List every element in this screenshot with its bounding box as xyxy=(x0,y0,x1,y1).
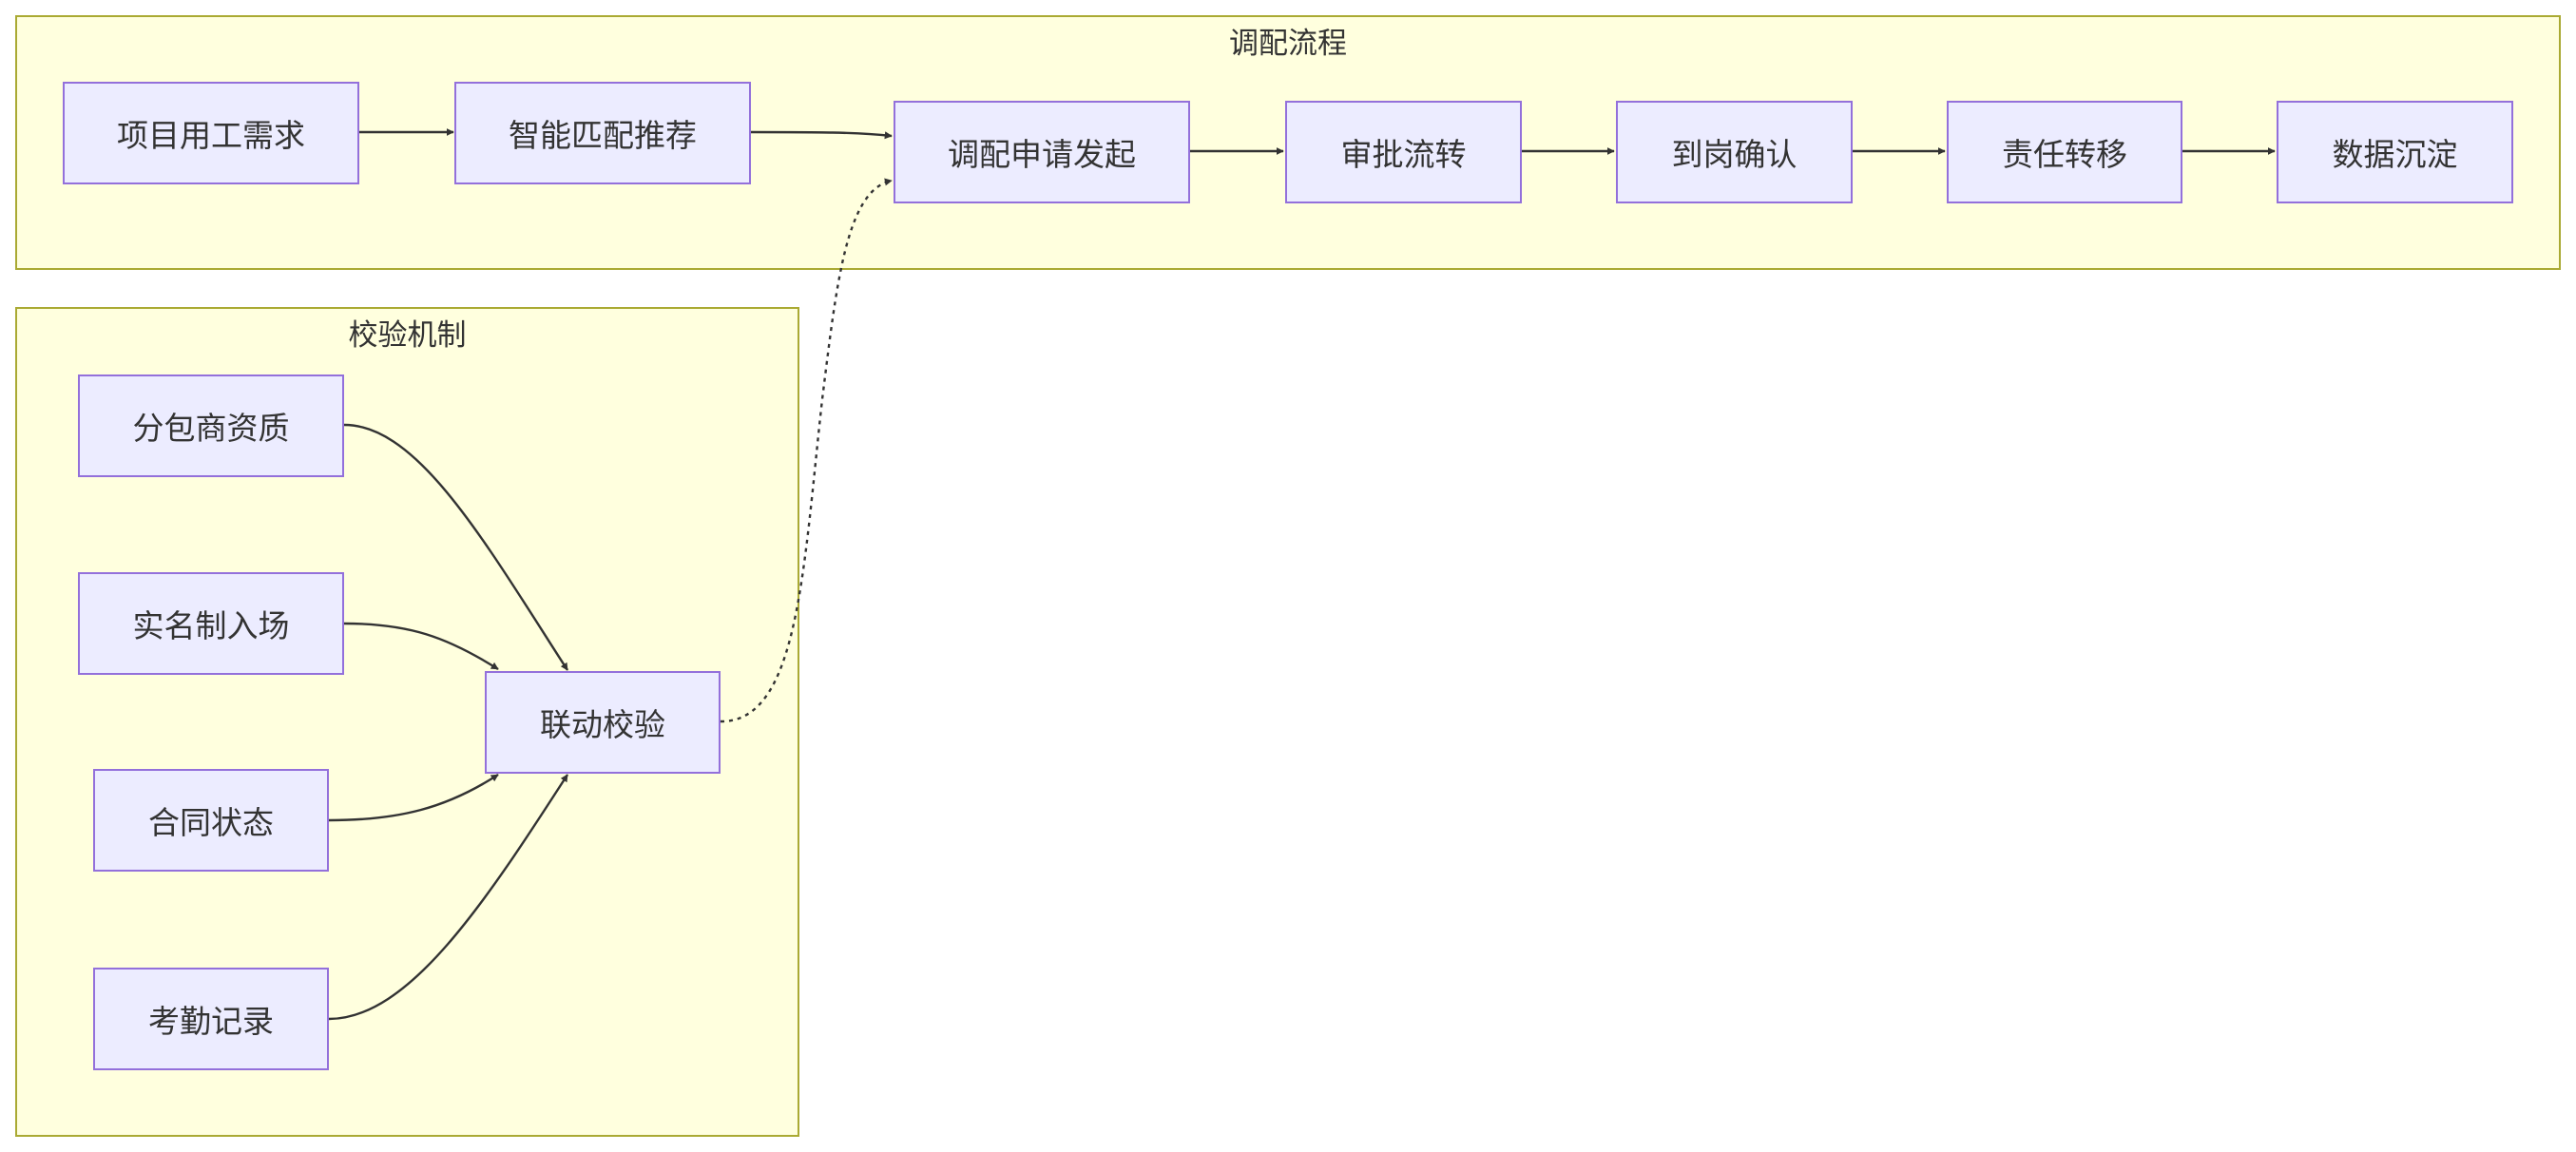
node-subcontractor[interactable]: 分包商资质 xyxy=(78,374,344,477)
edge-contract-to-linked-check xyxy=(328,773,499,822)
edge-linked-check-to-apply xyxy=(720,178,893,723)
node-linked-check[interactable]: 联动校验 xyxy=(485,671,721,774)
node-smart-match[interactable]: 智能匹配推荐 xyxy=(454,82,751,184)
edge-realname-to-linked-check xyxy=(343,622,499,671)
node-contract[interactable]: 合同状态 xyxy=(93,769,329,872)
node-apply[interactable]: 调配申请发起 xyxy=(894,101,1190,203)
edge-attendance-to-linked-check xyxy=(328,774,569,1021)
node-arrival[interactable]: 到岗确认 xyxy=(1616,101,1853,203)
edge-subcontractor-to-linked-check xyxy=(343,423,569,671)
node-attendance[interactable]: 考勤记录 xyxy=(93,968,329,1070)
node-data[interactable]: 数据沉淀 xyxy=(2277,101,2513,203)
edge-smart-match-to-apply xyxy=(750,130,893,140)
cluster-verify-title: 校验机制 xyxy=(348,318,467,353)
node-project-demand[interactable]: 项目用工需求 xyxy=(63,82,359,184)
node-approval[interactable]: 审批流转 xyxy=(1285,101,1522,203)
node-realname[interactable]: 实名制入场 xyxy=(78,572,344,675)
cluster-process-title: 调配流程 xyxy=(1229,27,1347,61)
node-transfer[interactable]: 责任转移 xyxy=(1947,101,2182,203)
